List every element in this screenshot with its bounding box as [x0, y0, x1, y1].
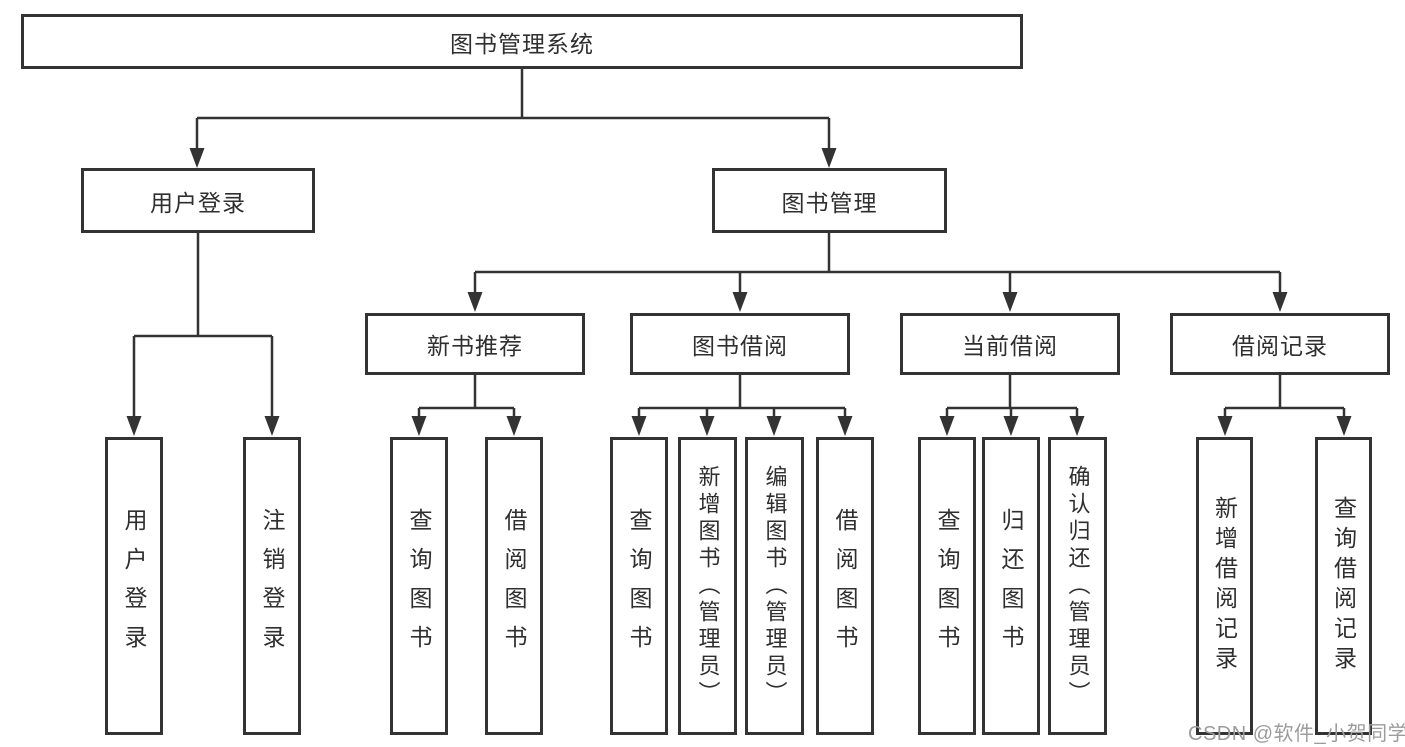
node-query-books-newbook: 查询图书	[390, 437, 448, 735]
node-user-login-group: 用户登录	[81, 168, 315, 233]
node-current-borrow: 当前借阅	[900, 313, 1120, 375]
node-logout: 注销登录	[243, 437, 301, 735]
csdn-watermark: CSDN @软件_小贺同学	[1188, 723, 1405, 745]
node-book-management: 图书管理	[712, 168, 947, 233]
node-add-borrow-record: 新增借阅记录	[1196, 437, 1253, 735]
node-borrow-books-newbook: 借阅图书	[485, 437, 543, 735]
node-return-books: 归还图书	[982, 437, 1040, 735]
node-new-book-recommend: 新书推荐	[365, 313, 585, 375]
node-edit-books-admin: 编辑图书（管理员）	[745, 437, 804, 735]
node-book-borrow: 图书借阅	[630, 313, 850, 375]
node-borrow-books-borrow: 借阅图书	[816, 437, 874, 735]
node-user-login: 用户登录	[105, 437, 163, 735]
node-library-management-system: 图书管理系统	[21, 14, 1023, 69]
node-query-books-borrow: 查询图书	[610, 437, 668, 735]
node-query-books-current: 查询图书	[918, 437, 976, 735]
node-borrow-records: 借阅记录	[1170, 313, 1390, 375]
node-add-books-admin: 新增图书（管理员）	[678, 437, 737, 735]
node-query-borrow-record: 查询借阅记录	[1315, 437, 1372, 735]
node-confirm-return-admin: 确认归还（管理员）	[1048, 437, 1107, 735]
